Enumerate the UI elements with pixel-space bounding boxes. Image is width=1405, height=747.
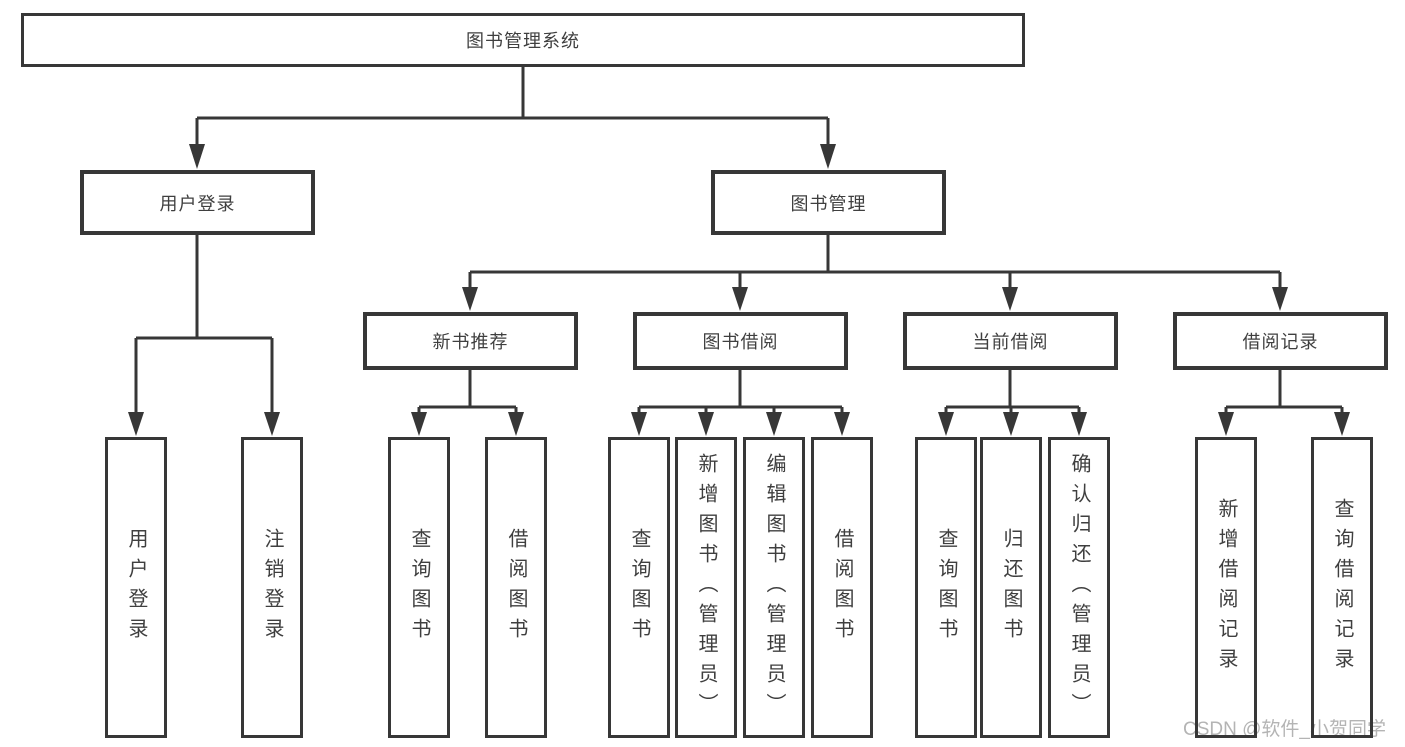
node-leaf-user-login-label: 用户登录 [125,527,147,648]
node-book-management-label: 图书管理 [790,193,867,214]
node-new-book-recommend: 新书推荐 [363,312,578,370]
node-new-book-recommend-label: 新书推荐 [432,332,509,352]
node-leaf-user-login: 用户登录 [105,437,167,738]
node-user-login-label: 用户登录 [159,193,236,214]
node-leaf-add-borrow-record-label: 新增借阅记录 [1215,497,1237,678]
node-user-login: 用户登录 [80,170,315,235]
node-leaf-return-books: 归还图书 [980,437,1042,738]
node-borrow-records-label: 借阅记录 [1242,332,1319,352]
node-leaf-borrow-query-books: 查询图书 [608,437,670,738]
node-leaf-query-borrow-record-label: 查询借阅记录 [1331,497,1353,678]
node-book-borrowing: 图书借阅 [633,312,848,370]
node-current-borrowing-label: 当前借阅 [972,332,1049,352]
node-leaf-add-borrow-record: 新增借阅记录 [1195,437,1257,738]
node-leaf-current-query-books-label: 查询图书 [935,527,957,648]
node-leaf-add-books-admin: 新增图书（管理员） [675,437,737,738]
node-leaf-edit-books-admin: 编辑图书（管理员） [743,437,805,738]
node-root-label: 图书管理系统 [466,31,580,51]
node-leaf-logout: 注销登录 [241,437,303,738]
node-leaf-return-books-label: 归还图书 [1000,527,1022,648]
node-leaf-edit-books-admin-label: 编辑图书（管理员） [763,452,785,723]
node-leaf-recommend-query-books-label: 查询图书 [408,527,430,648]
node-leaf-borrow-query-books-label: 查询图书 [628,527,650,648]
node-leaf-confirm-return-admin: 确认归还（管理员） [1048,437,1110,738]
node-leaf-query-borrow-record: 查询借阅记录 [1311,437,1373,738]
node-leaf-borrow-books-label: 借阅图书 [831,527,853,648]
node-borrow-records: 借阅记录 [1173,312,1388,370]
node-leaf-recommend-borrow-books-label: 借阅图书 [505,527,527,648]
watermark: CSDN @软件_小贺同学 [1183,719,1386,740]
node-current-borrowing: 当前借阅 [903,312,1118,370]
node-book-management: 图书管理 [711,170,946,235]
node-leaf-add-books-admin-label: 新增图书（管理员） [695,452,717,723]
node-leaf-recommend-query-books: 查询图书 [388,437,450,738]
node-root: 图书管理系统 [21,13,1025,67]
node-leaf-confirm-return-admin-label: 确认归还（管理员） [1068,452,1090,723]
node-leaf-logout-label: 注销登录 [261,527,283,648]
node-leaf-recommend-borrow-books: 借阅图书 [485,437,547,738]
node-leaf-borrow-books: 借阅图书 [811,437,873,738]
node-book-borrowing-label: 图书借阅 [702,332,779,352]
node-leaf-current-query-books: 查询图书 [915,437,977,738]
